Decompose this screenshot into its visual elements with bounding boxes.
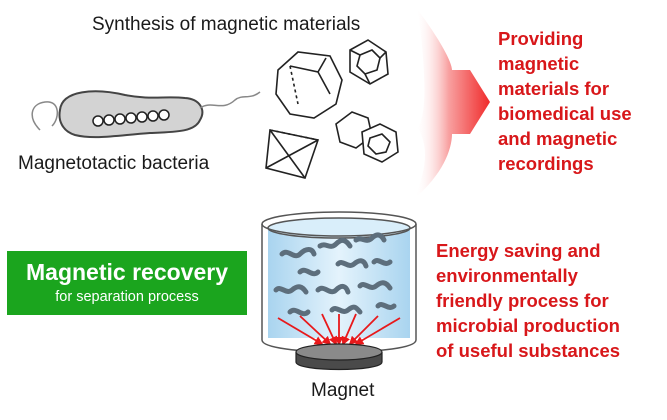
magnetotactic-bacterium-icon bbox=[31, 90, 261, 139]
bacteria-label: Magnetotactic bacteria bbox=[18, 153, 210, 174]
synthesis-title: Synthesis of magnetic materials bbox=[92, 14, 361, 35]
magnetic-recovery-box: Magnetic recovery for separation process bbox=[7, 251, 247, 315]
crystal-octahedron-icon bbox=[265, 129, 320, 179]
crystal-truncated-octahedron-icon bbox=[349, 39, 389, 85]
bacteria-swarm-icon bbox=[273, 232, 397, 317]
crystal-twin-icon bbox=[335, 111, 399, 163]
magnet-label: Magnet bbox=[311, 380, 375, 401]
magnetic-field-arrows bbox=[277, 313, 401, 346]
recovery-title: Magnetic recovery bbox=[26, 259, 228, 285]
magnet-icon bbox=[295, 343, 383, 371]
providing-materials-text: Providing magnetic materials for biomedi… bbox=[498, 28, 632, 174]
energy-saving-text: Energy saving and environmentally friend… bbox=[436, 240, 621, 361]
process-arrow bbox=[415, 10, 490, 198]
recovery-subtitle: for separation process bbox=[55, 289, 199, 305]
crystal-prism-icon bbox=[275, 51, 343, 119]
